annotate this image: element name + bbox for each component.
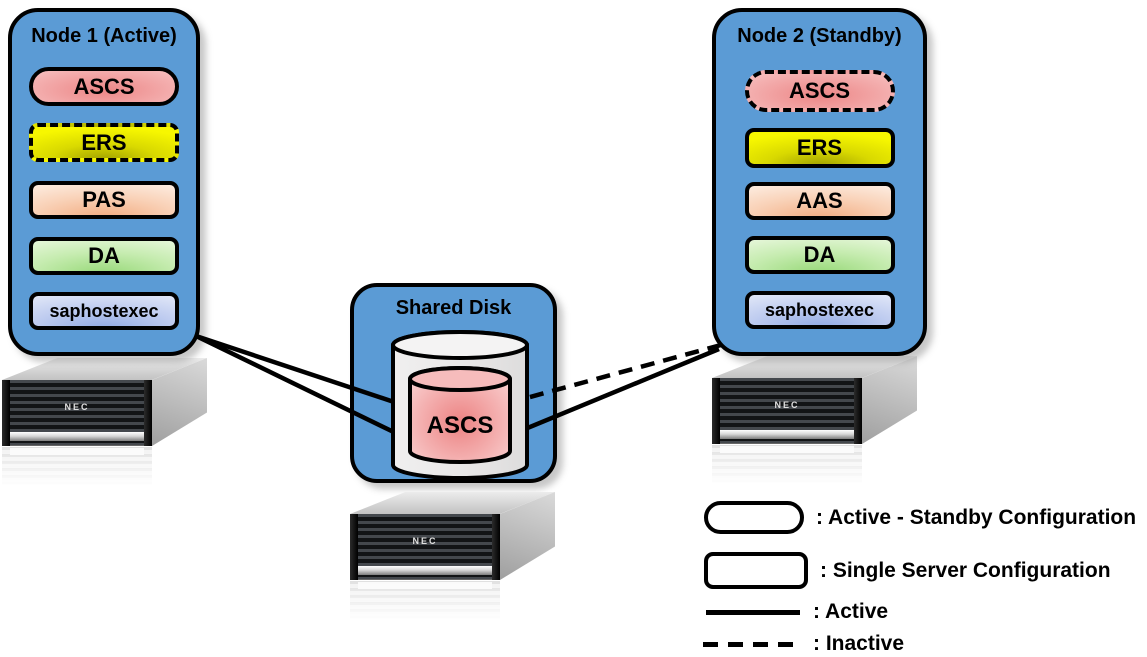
legend-item-single-server: : Single Server Configuration xyxy=(704,552,1111,589)
node1-title: Node 1 (Active) xyxy=(31,25,177,47)
shared-disk-box: Shared Disk ASCS xyxy=(350,283,557,483)
server-top-face xyxy=(2,358,207,380)
node2-rack-server-icon: NEC xyxy=(712,356,917,491)
legend-label: : Active - Standby Configuration xyxy=(816,505,1137,529)
shared-disk-title: Shared Disk xyxy=(395,297,512,319)
node2-component-da: DA xyxy=(744,236,895,274)
node1-rack-server-icon: NEC xyxy=(2,358,207,493)
node1-box: Node 1 (Active) ASCS ERS PAS DA saphoste… xyxy=(8,8,200,356)
server-top-face xyxy=(712,356,917,378)
server-brand-label: NEC xyxy=(774,400,800,411)
node1-component-da: DA xyxy=(29,237,179,275)
server-brand-label: NEC xyxy=(64,402,90,413)
shared-disk-volume-label: ASCS xyxy=(427,412,494,439)
server-front-face: NEC xyxy=(712,378,862,444)
node1-component-ers: ERS xyxy=(29,123,179,162)
legend-item-inactive-line: : Inactive xyxy=(703,632,904,656)
dashed-line-icon xyxy=(703,641,803,647)
disk-cylinder-icon: ASCS xyxy=(391,330,529,480)
node2-component-ers: ERS xyxy=(744,128,895,168)
shared-disk-rack-server-icon: NEC xyxy=(350,492,555,627)
server-top-face xyxy=(350,492,555,514)
node1-component-saphostexec: saphostexec xyxy=(29,292,179,330)
stadium-outline-icon xyxy=(704,501,804,534)
legend-item-active-standby: : Active - Standby Configuration xyxy=(704,501,1136,534)
server-reflection xyxy=(350,581,500,625)
server-bezel-strip xyxy=(720,430,854,439)
node2-title: Node 2 (Standby) xyxy=(737,25,902,47)
solid-line-icon xyxy=(706,609,800,615)
legend-label: : Inactive xyxy=(813,632,905,655)
outer-cylinder-top xyxy=(391,330,529,360)
server-front-face: NEC xyxy=(350,514,500,580)
inner-cylinder-top xyxy=(408,366,512,392)
server-front-face: NEC xyxy=(2,380,152,446)
node1-component-pas: PAS xyxy=(29,181,179,219)
node2-component-aas: AAS xyxy=(744,182,895,220)
server-reflection xyxy=(2,447,152,491)
server-brand-label: NEC xyxy=(412,536,438,547)
legend-label: : Single Server Configuration xyxy=(820,558,1111,582)
node2-component-saphostexec: saphostexec xyxy=(744,291,895,329)
server-bezel-strip xyxy=(10,432,144,441)
rounded-rect-outline-icon xyxy=(704,552,808,589)
server-reflection xyxy=(712,445,862,489)
server-bezel-strip xyxy=(358,566,492,575)
node1-component-ascs: ASCS xyxy=(29,67,179,106)
node2-component-ascs: ASCS xyxy=(744,70,895,112)
legend-item-active-line: : Active xyxy=(706,600,888,624)
legend-label: : Active xyxy=(813,600,889,623)
node2-box: Node 2 (Standby) ASCS ERS AAS DA saphost… xyxy=(712,8,927,356)
